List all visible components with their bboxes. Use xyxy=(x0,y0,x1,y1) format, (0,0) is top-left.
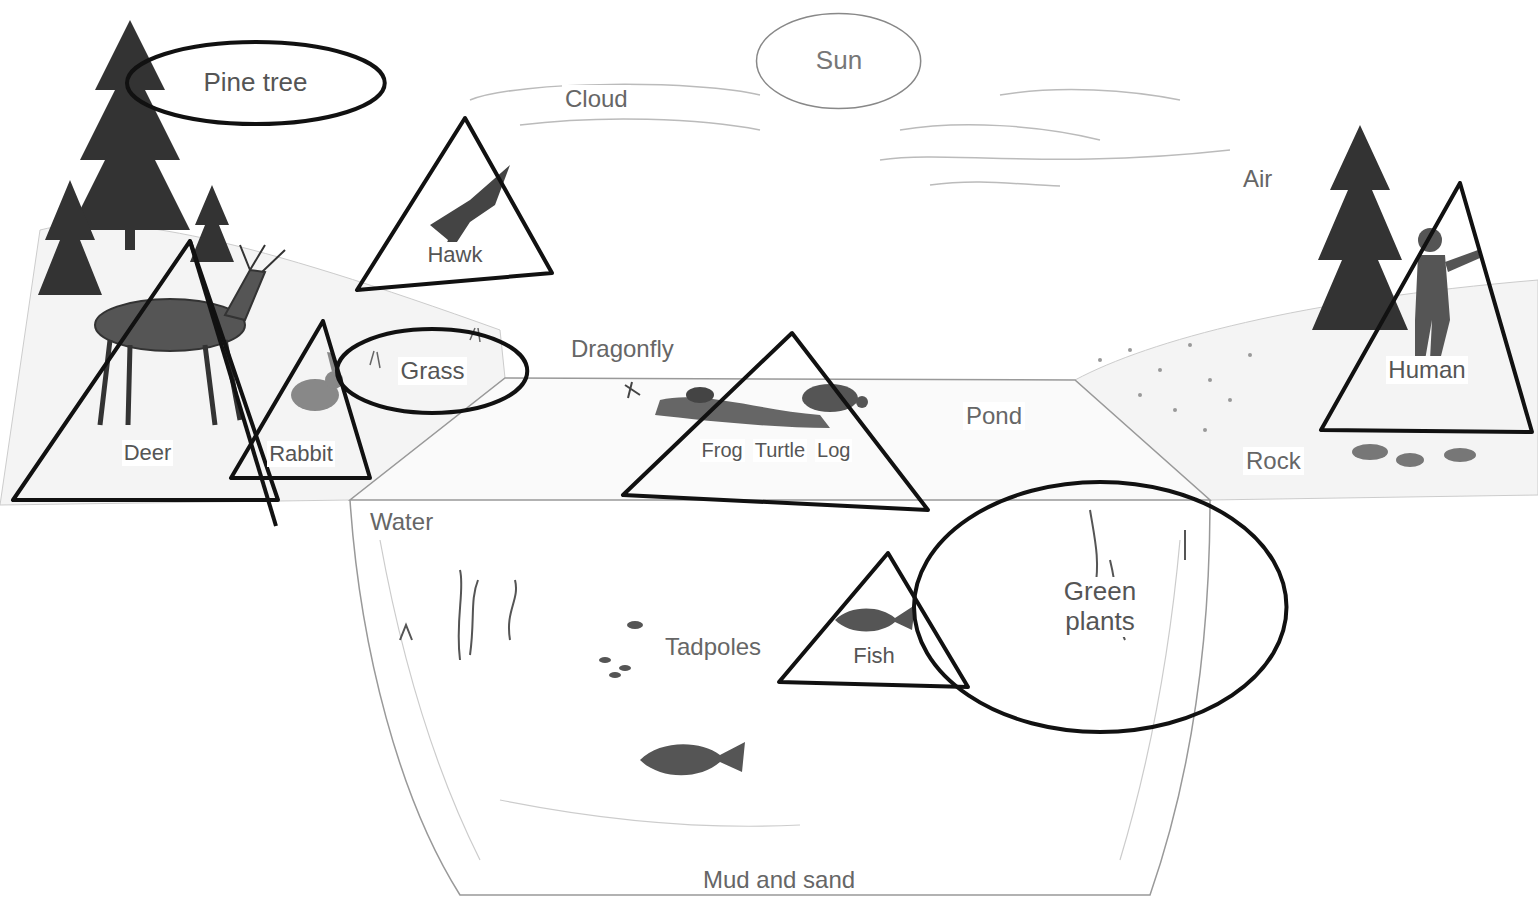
node-label: Fish xyxy=(851,643,897,668)
animal-triangle: Fish xyxy=(776,550,972,690)
scene-label: Tadpoles xyxy=(662,633,764,661)
outline-stroke xyxy=(190,241,276,526)
scene-label: Dragonfly xyxy=(568,335,677,363)
outline-stroke xyxy=(337,329,527,413)
text-row: Fish xyxy=(776,643,972,668)
text-row: Pine tree xyxy=(123,68,389,98)
scene-label: Rock xyxy=(1243,447,1304,475)
scene-label: Mud and sand xyxy=(700,866,858,894)
outline-stroke xyxy=(231,321,370,478)
text-row: Hawk xyxy=(355,242,555,267)
water-lines xyxy=(380,540,1180,860)
outline-stroke xyxy=(13,241,278,500)
triangle-outline xyxy=(355,115,555,295)
node-label: Turtle xyxy=(753,439,807,462)
outline-stroke xyxy=(757,14,921,109)
outline-stroke xyxy=(914,482,1287,732)
triangle-outline xyxy=(776,550,972,690)
node-label: Frog xyxy=(700,439,745,462)
node-label: Deer xyxy=(122,440,174,465)
cloud-lines xyxy=(470,84,1230,186)
animal-triangle: Human xyxy=(1318,180,1536,435)
text-row: Human xyxy=(1318,356,1536,384)
outline-stroke xyxy=(779,553,968,687)
tadpoles-fish xyxy=(599,605,915,775)
node-label: Grass xyxy=(398,357,466,385)
animal-triangle: Deer xyxy=(10,238,285,528)
food-circle: Grass xyxy=(333,325,531,417)
outline-stroke xyxy=(127,42,385,124)
scene-label: Cloud xyxy=(562,85,631,113)
animal-triangle: Rabbit xyxy=(228,318,374,483)
text-row: Grass xyxy=(333,357,531,385)
node-label: Sun xyxy=(814,46,864,76)
scene-label: Air xyxy=(1240,165,1275,193)
rock-figures xyxy=(1352,444,1476,467)
node-label: Rabbit xyxy=(267,441,335,466)
animal-triangle: Hawk xyxy=(355,115,555,295)
text-row: Frog Turtle Log xyxy=(620,439,932,462)
node-label: Human xyxy=(1386,356,1467,384)
outline-stroke xyxy=(1321,183,1532,432)
scene-label: Pond xyxy=(963,402,1025,430)
node-label: Hawk xyxy=(425,242,484,267)
outline-stroke xyxy=(357,118,552,290)
node-label: Green plants xyxy=(1038,577,1162,637)
text-row: Green plants xyxy=(910,577,1291,637)
water-plants xyxy=(400,510,1185,660)
sun-circle: Sun xyxy=(755,12,922,110)
node-label: Log xyxy=(815,439,852,462)
scene-label: Water xyxy=(367,508,436,536)
dragonfly-figure xyxy=(625,382,640,398)
rock-dots xyxy=(1098,343,1252,432)
node-label: Pine tree xyxy=(201,68,309,98)
pond-basin xyxy=(350,500,1210,895)
triangle-outline xyxy=(10,238,285,528)
food-circle: Green plants xyxy=(910,478,1291,736)
triangle-outline xyxy=(1318,180,1536,435)
food-circle: Pine tree xyxy=(123,38,389,128)
text-row: Rabbit xyxy=(228,441,374,466)
text-row: Sun xyxy=(755,46,922,76)
pine-tree xyxy=(38,20,1408,330)
